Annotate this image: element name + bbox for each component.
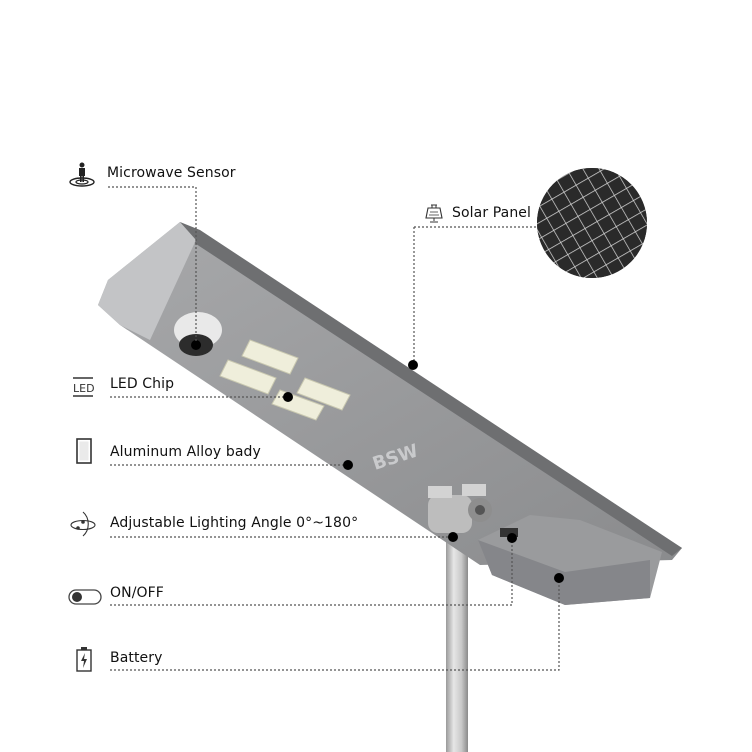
leader-lines bbox=[108, 186, 560, 671]
callout-dots bbox=[192, 341, 564, 583]
battery-icon bbox=[76, 646, 92, 672]
aluminum-body-icon bbox=[76, 438, 92, 464]
person-sensor-icon bbox=[68, 160, 96, 188]
label-lighting-angle: Adjustable Lighting Angle 0°~180° bbox=[110, 515, 359, 531]
label-led-chip: LED Chip bbox=[110, 376, 175, 392]
label-microwave-sensor: Microwave Sensor bbox=[107, 165, 236, 181]
toggle-icon bbox=[68, 588, 102, 606]
label-on-off: ON/OFF bbox=[110, 585, 164, 601]
pole bbox=[446, 520, 468, 752]
lamp-body: BSW bbox=[98, 222, 682, 605]
led-icon: LED bbox=[72, 376, 95, 398]
rotate-icon bbox=[68, 510, 98, 538]
svg-text:LED: LED bbox=[73, 382, 94, 395]
solar-panel-closeup bbox=[537, 168, 647, 278]
label-battery: Battery bbox=[110, 650, 163, 666]
label-aluminum-body: Aluminum Alloy bady bbox=[110, 444, 261, 460]
label-solar-panel: Solar Panel bbox=[452, 205, 531, 221]
solar-panel-icon bbox=[424, 204, 444, 224]
